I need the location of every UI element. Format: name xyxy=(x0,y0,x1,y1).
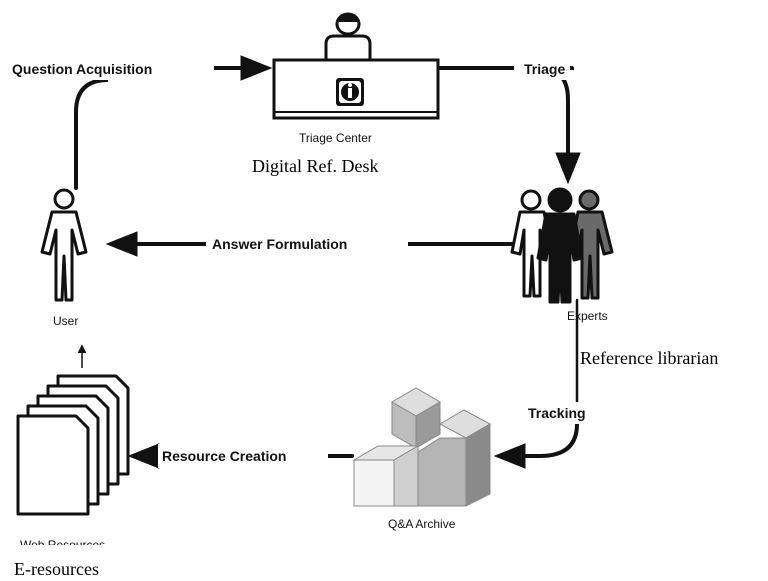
user-body xyxy=(40,210,88,302)
experts-label: Experts xyxy=(567,309,608,323)
reference-librarian-annotation: Reference librarian xyxy=(580,348,718,368)
user-head xyxy=(53,188,75,210)
web-resources-label-crop xyxy=(0,545,200,559)
label-bg-resource xyxy=(158,444,328,468)
label-bg-tracking xyxy=(524,402,600,424)
triage-to-experts-arrow xyxy=(539,66,581,185)
label-bg-answer xyxy=(206,232,408,256)
qa-archive-cubes xyxy=(352,387,492,507)
user-figure xyxy=(40,188,88,302)
user-label: User xyxy=(53,314,78,328)
label-bg-triage xyxy=(514,56,570,80)
triage-label: Triage xyxy=(524,61,565,77)
tracking-label: Tracking xyxy=(528,405,586,421)
label-bg-question xyxy=(8,56,214,80)
user-to-question-connector xyxy=(74,78,109,190)
triage-center-label: Triage Center xyxy=(299,131,372,145)
web-resources-pages xyxy=(16,374,130,516)
experts-figures xyxy=(510,187,614,304)
desk-counter xyxy=(272,58,440,120)
question-acquisition-label: Question Acquisition xyxy=(12,61,152,77)
desk-person-hair xyxy=(337,15,359,22)
resource-creation-label: Resource Creation xyxy=(162,448,286,464)
desk-person-body xyxy=(324,34,372,64)
qa-archive-label: Q&A Archive xyxy=(388,517,456,531)
expert-black xyxy=(536,187,584,304)
info-icon-dot xyxy=(348,83,352,87)
triage-center-desk xyxy=(272,12,440,120)
flow-connectors xyxy=(74,55,581,469)
page-1 xyxy=(16,414,90,516)
digital-ref-desk-annotation: Digital Ref. Desk xyxy=(252,156,378,176)
answer-formulation-label: Answer Formulation xyxy=(212,236,347,252)
tracking-to-archive-arrow xyxy=(493,422,579,469)
e-resources-annotation: E-resources xyxy=(14,559,99,579)
info-icon-bar xyxy=(348,88,352,98)
expert-gray xyxy=(568,189,614,300)
